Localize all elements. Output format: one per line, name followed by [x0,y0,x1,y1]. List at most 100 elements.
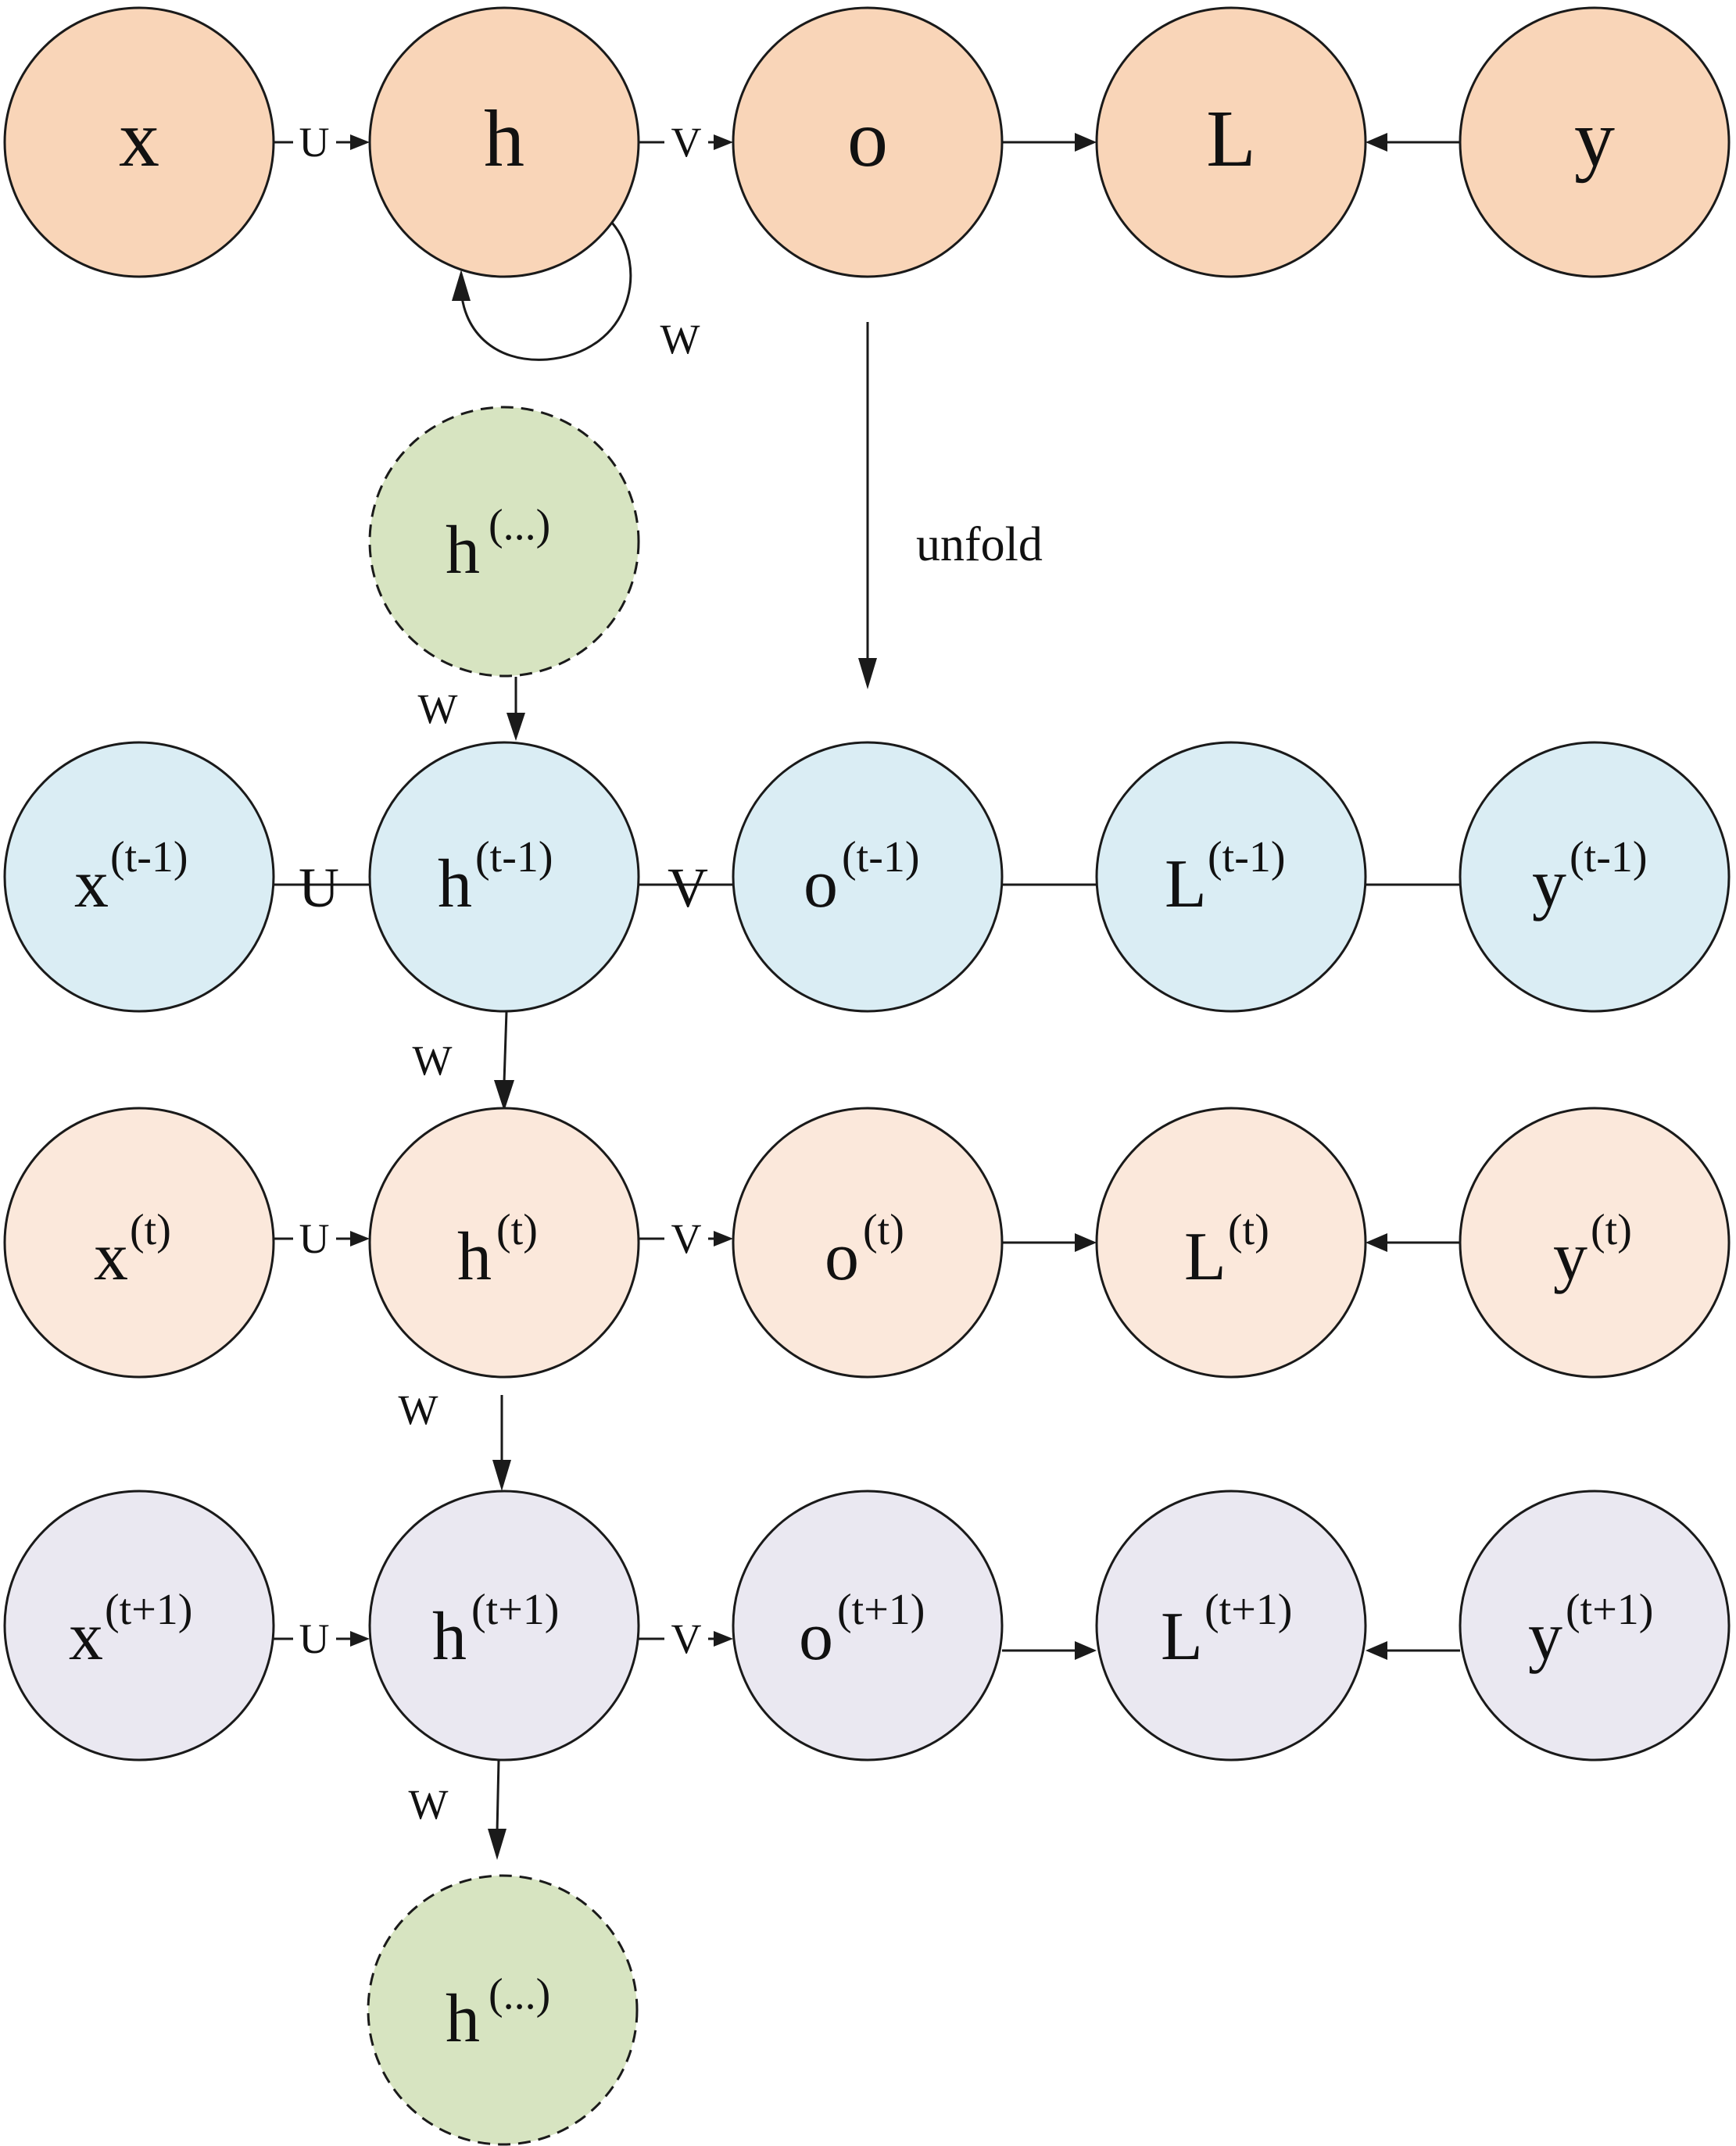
edge-h-o-t: V [639,1215,733,1262]
edge-h-t-to-h-t+1: W [399,1386,511,1491]
arrowhead-icon [1075,1641,1097,1660]
node-o-t+1 [732,1490,1004,1762]
y-t+1-sup: (t+1) [1566,1586,1653,1634]
h-t+1-base: h [432,1599,467,1675]
arrowhead-icon [492,1460,511,1491]
edge-U-t-1-label: U [299,857,339,919]
arrowhead-icon [506,713,525,741]
x-t-base: x [94,1219,128,1295]
y-t-base: y [1553,1219,1587,1295]
arrowhead-icon [488,1829,506,1860]
self-loop-W-label: W [660,316,700,363]
arrowhead-icon [494,1080,514,1111]
L-t+1-base: L [1161,1599,1203,1675]
edge-x-h: U [274,119,370,166]
arrowhead-icon [452,270,471,301]
W-label-1: W [418,685,458,732]
h-t-sup: (t) [496,1206,538,1254]
edge-o-L [1002,133,1097,152]
node-h-t+1 [368,1490,640,1762]
arrowhead-icon [1366,1233,1387,1252]
edge-ghost-top: W [418,677,525,741]
arrowhead-icon [1075,133,1097,152]
x-t-1-sup: (t-1) [110,833,188,882]
W-label-2: W [413,1037,453,1084]
x-t-1-base: x [74,846,109,922]
node-y-label: y [1574,94,1615,184]
L-t-sup: (t) [1228,1206,1269,1254]
edge-o-L-t+1 [1002,1641,1097,1660]
arrowhead-icon [350,134,370,150]
edge-o-L-t [1002,1233,1097,1252]
node-x-t-1 [3,741,275,1013]
node-x-t [3,1107,275,1379]
x-t-sup: (t) [130,1206,171,1254]
arrowhead-icon [1366,133,1387,152]
L-t-base: L [1184,1219,1226,1295]
node-h-t-1 [368,741,640,1013]
edge-V-t-1-label: V [668,857,708,919]
h-t-1-base: h [438,846,472,922]
edge-y-L-t+1 [1366,1641,1460,1660]
arrowhead-icon [858,658,877,689]
o-t+1-sup: (t+1) [837,1586,925,1634]
arrowhead-icon [1366,1641,1387,1660]
node-h-label: h [484,94,524,184]
o-t-base: o [825,1219,859,1295]
ghost-top-base: h [446,513,480,588]
node-L-t+1 [1095,1490,1367,1762]
o-t+1-base: o [799,1599,833,1675]
ghost-circle-top [368,406,640,678]
x-t+1-sup: (t+1) [105,1586,192,1634]
W-label-3: W [399,1386,438,1433]
self-loop-W: W [452,222,700,363]
y-t-1-sup: (t-1) [1570,833,1648,882]
ghost-node-bottom: h (...) [367,1874,639,2146]
ghost-top-sup: (...) [489,501,550,549]
edge-U-label: U [299,119,330,166]
row-t-plus-1: x (t+1) h (t+1) o (t+1) L (t+1) y (t+1) … [3,1490,1731,1762]
node-o-t-1 [732,741,1004,1013]
W-label-4: W [409,1781,449,1828]
L-t+1-sup: (t+1) [1204,1586,1292,1634]
node-L-label: L [1206,94,1256,184]
y-t+1-base: y [1528,1599,1562,1675]
edge-x-h-t+1: U [274,1615,370,1662]
unfold-arrow: unfold [858,322,1043,689]
node-h-t [368,1107,640,1379]
row-t-minus-1: x (t-1) h (t-1) o (t-1) L (t-1) y (t-1) … [3,741,1731,1013]
L-t-1-sup: (t-1) [1208,833,1286,882]
ghost-circle-bottom [367,1874,639,2146]
unfold-label: unfold [916,518,1043,571]
x-t+1-base: x [69,1599,103,1675]
folded-row: x h o L y U V [3,6,1731,363]
node-x-t+1 [3,1490,275,1762]
edge-h-t+1-to-ghost: W [409,1759,506,1860]
h-t-1-sup: (t-1) [475,833,553,882]
node-x-label: x [119,94,159,184]
edge-V-label: V [671,119,702,166]
edge-y-L-t [1366,1233,1460,1252]
row-t: x (t) h (t) o (t) L (t) y (t) U V [3,1107,1731,1379]
node-o-label: o [847,94,888,184]
arrowhead-icon [1075,1233,1097,1252]
edge-V-t+1-label: V [671,1615,702,1662]
arrowhead-icon [714,1631,733,1647]
o-t-sup: (t) [863,1206,904,1254]
edge-h-o-t+1: V [639,1615,733,1662]
edge-U-t-label: U [299,1215,330,1262]
edge-U-t+1-label: U [299,1615,330,1662]
o-t-1-sup: (t-1) [842,833,920,882]
node-y-t+1 [1459,1490,1731,1762]
h-t-base: h [457,1219,492,1295]
arrowhead-icon [714,134,733,150]
edge-x-h-t: U [274,1215,370,1262]
arrowhead-icon [350,1631,370,1647]
node-y-t-1 [1459,741,1731,1013]
edge-V-t-label: V [671,1215,702,1262]
node-L-t-1 [1095,741,1367,1013]
ghost-bottom-base: h [446,1981,480,2057]
edge-y-L [1366,133,1460,152]
y-t-1-base: y [1532,846,1566,922]
